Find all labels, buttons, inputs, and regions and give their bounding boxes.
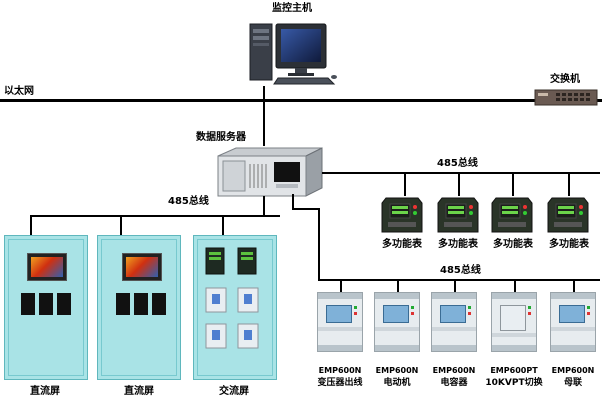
meter-device-1 [380,194,424,236]
device-name-4: 10KVPT切换 [485,378,543,388]
meter-label-4: 多功能表 [549,239,589,250]
meter-label-2: 多功能表 [438,239,478,250]
dc-cabinet-1 [4,235,88,380]
meter-drop-2 [458,172,460,196]
device-drop-5 [573,279,575,293]
protection-device-2 [374,292,420,352]
bus-485-bottom-right-label: 485总线 [440,265,481,276]
device-model-3: EMP600N [432,366,476,375]
device-model-4: EMP600PT [490,366,538,375]
device-drop-2 [397,279,399,293]
device-drop-3 [454,279,456,293]
monitor-host-computer [248,20,338,86]
ethernet-line [0,99,602,102]
bus-485-top-right-label: 485总线 [437,158,478,169]
module-block [39,293,53,315]
meter-label-1: 多功能表 [382,239,422,250]
module-block [152,293,166,315]
module-block [21,293,35,315]
protection-device-1 [317,292,363,352]
switch-label: 交换机 [550,74,580,85]
ac-cabinet [193,235,277,380]
device-drop-4 [514,279,516,293]
bus-485-left-label: 485总线 [168,196,209,207]
monitor-host-label: 监控主机 [272,3,312,14]
touchscreen-display [122,253,162,281]
meter-device-4 [546,194,590,236]
protection-device-4 [491,292,537,352]
protection-device-5 [550,292,596,352]
bottom-right-bus-drop [318,208,320,280]
bus-485-left-line [30,215,280,217]
device-model-1: EMP600N [318,366,362,375]
bus-left-drop-3 [222,215,224,235]
cabinet-label-3: 交流屏 [219,386,249,397]
host-to-ethernet-line [263,86,265,101]
bus-485-bottom-right-line [318,279,600,281]
power-meter-icon [491,197,533,233]
meter-device-2 [436,194,480,236]
meter-label-3: 多功能表 [493,239,533,250]
device-name-5: 母联 [563,378,582,388]
power-meter-icon [437,197,479,233]
switch-device [534,88,598,108]
protection-device-3 [431,292,477,352]
meter-drop-4 [568,172,570,196]
module-block [57,293,71,315]
cabinet-label-1: 直流屏 [30,386,60,397]
power-meter-icon [381,197,423,233]
bus-485-top-right-line [322,172,600,174]
device-name-2: 电动机 [383,378,411,388]
dc-cabinet-2 [97,235,181,380]
server-to-bottom-right-bus-h [292,208,320,210]
meter-drop-3 [512,172,514,196]
meter-device-3 [490,194,534,236]
ethernet-to-server-line [263,101,265,146]
module-block [134,293,148,315]
ac-cabinet-components [205,247,259,349]
device-name-1: 变压器出线 [317,378,363,388]
server-icon [217,147,323,197]
server-to-left-bus-line [263,196,265,216]
data-server-label: 数据服务器 [196,132,246,143]
ethernet-label: 以太网 [4,86,34,97]
module-block [116,293,130,315]
device-model-2: EMP600N [375,366,419,375]
touchscreen-display [27,253,67,281]
computer-icon [249,23,337,85]
power-meter-icon [547,197,589,233]
bus-left-drop-1 [30,215,32,235]
device-name-3: 电容器 [440,378,468,388]
bus-left-drop-2 [120,215,122,235]
network-switch-icon [534,89,598,106]
device-drop-1 [340,279,342,293]
server-to-bottom-right-bus-line [292,194,294,210]
cabinet-label-2: 直流屏 [124,386,154,397]
data-server-device [214,146,324,198]
meter-drop-1 [404,172,406,196]
device-model-5: EMP600N [551,366,595,375]
